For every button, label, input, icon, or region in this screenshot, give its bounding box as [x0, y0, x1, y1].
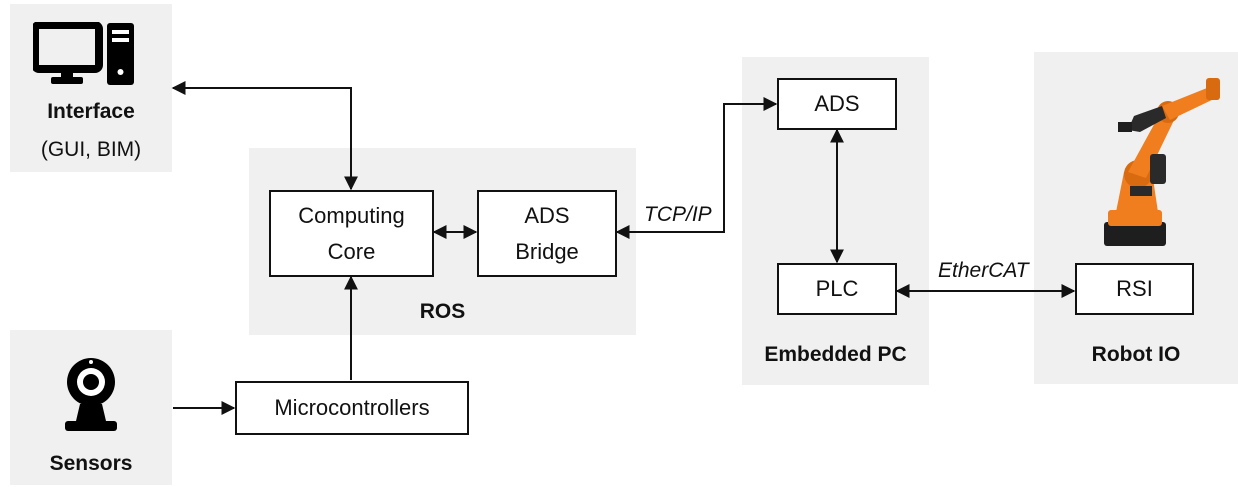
ethercat-label: EtherCAT — [938, 259, 1029, 282]
interface-title: Interface — [47, 100, 135, 123]
industrial-robot-arm-icon — [1094, 72, 1224, 248]
computing-core-line2: Core — [327, 238, 376, 264]
interface-subtitle: (GUI, BIM) — [40, 138, 142, 161]
interface-core-arrow — [171, 81, 358, 191]
ads-bridge-box: ADS Bridge — [477, 190, 617, 277]
computer-icon — [31, 21, 135, 86]
microcontrollers-box: Microcontrollers — [235, 381, 469, 435]
webcam-icon — [62, 355, 120, 433]
robot-io-label: Robot IO — [1091, 343, 1181, 366]
ads-bridge-line1: ADS — [524, 202, 570, 228]
computing-core-line1: Computing — [298, 202, 405, 228]
ads-box: ADS — [777, 78, 897, 130]
plc-box: PLC — [777, 263, 897, 315]
ros-label: ROS — [419, 300, 466, 323]
tcp-ip-label: TCP/IP — [644, 203, 712, 226]
rsi-box: RSI — [1075, 263, 1194, 315]
tcp-ip-arrow — [615, 97, 778, 239]
embedded-pc-label: Embedded PC — [764, 343, 907, 366]
ads-bridge-line2: Bridge — [515, 238, 579, 264]
sensors-title: Sensors — [49, 452, 133, 475]
